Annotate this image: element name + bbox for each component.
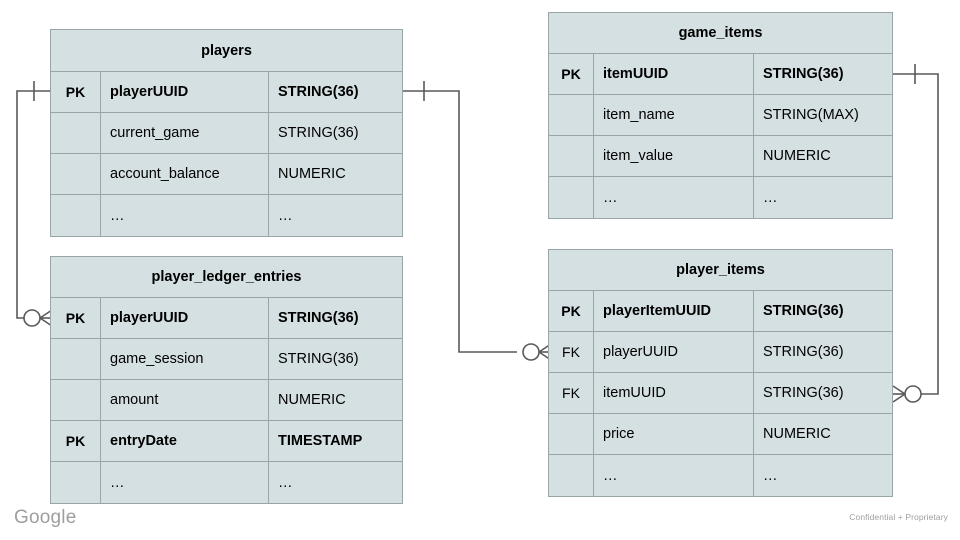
column-name: item_name [594,95,754,135]
column-name: playerUUID [594,332,754,372]
table-row[interactable]: PK entryDate TIMESTAMP [51,421,402,462]
column-type: … [763,467,778,484]
column-key: PK [51,298,101,338]
column-name: playerUUID [101,298,269,338]
column-name: … [594,455,754,496]
column-type: TIMESTAMP [278,433,363,449]
column-name: playerUUID [101,72,269,112]
column-type: STRING(36) [278,84,359,100]
column-key: PK [51,421,101,461]
table-row[interactable]: price NUMERIC [549,414,892,455]
column-type: STRING(36) [278,351,359,367]
entity-title-player-ledger-entries: player_ledger_entries [51,257,402,298]
cardinality-many-crowsfoot [892,385,906,403]
column-type: … [278,207,293,224]
column-key [51,339,101,379]
confidentiality-notice: Confidential + Proprietary [849,512,948,522]
column-name: itemUUID [594,54,754,94]
column-key [549,455,594,496]
entity-title-game-items: game_items [549,13,892,54]
entity-title-player-items: player_items [549,250,892,291]
table-row[interactable]: PK playerUUID STRING(36) [51,72,402,113]
column-name: account_balance [101,154,269,194]
column-type: STRING(36) [278,125,359,141]
column-name: playerItemUUID [594,291,754,331]
column-type: STRING(36) [763,385,844,401]
column-type: STRING(36) [278,310,359,326]
column-type: … [278,474,293,491]
column-type: STRING(36) [763,303,844,319]
column-key: PK [549,54,594,94]
table-row[interactable]: PK playerUUID STRING(36) [51,298,402,339]
column-name: entryDate [101,421,269,461]
column-name: … [594,177,754,218]
entity-player-ledger-entries[interactable]: player_ledger_entries PK playerUUID STRI… [50,256,403,504]
table-row[interactable]: amount NUMERIC [51,380,402,421]
column-key [51,462,101,503]
column-key [549,177,594,218]
column-key [549,95,594,135]
entity-players[interactable]: players PK playerUUID STRING(36) current… [50,29,403,237]
column-type: STRING(MAX) [763,107,859,123]
column-type: STRING(36) [763,66,844,82]
table-row[interactable]: … … [51,195,402,236]
column-name: itemUUID [594,373,754,413]
column-type: STRING(36) [763,344,844,360]
google-logo: Google [14,507,77,528]
table-row[interactable]: … … [549,455,892,496]
column-type: NUMERIC [763,426,831,442]
table-row[interactable]: FK playerUUID STRING(36) [549,332,892,373]
table-row[interactable]: game_session STRING(36) [51,339,402,380]
column-type: NUMERIC [278,392,346,408]
column-key [51,380,101,420]
column-key: PK [549,291,594,331]
table-row[interactable]: item_name STRING(MAX) [549,95,892,136]
column-name: item_value [594,136,754,176]
entity-player-items[interactable]: player_items PK playerItemUUID STRING(36… [548,249,893,497]
column-name: current_game [101,113,269,153]
entity-title-players: players [51,30,402,72]
table-row[interactable]: PK itemUUID STRING(36) [549,54,892,95]
column-key: PK [51,72,101,112]
table-row[interactable]: account_balance NUMERIC [51,154,402,195]
column-type: NUMERIC [763,148,831,164]
table-row[interactable]: … … [51,462,402,503]
column-key [549,136,594,176]
table-row[interactable]: FK itemUUID STRING(36) [549,373,892,414]
column-key: FK [549,373,594,413]
column-type: NUMERIC [278,166,346,182]
column-name: amount [101,380,269,420]
table-row[interactable]: current_game STRING(36) [51,113,402,154]
entity-game-items[interactable]: game_items PK itemUUID STRING(36) item_n… [548,12,893,219]
column-key [549,414,594,454]
connector-game-items-to-player-items [892,64,939,403]
connector-players-to-player-items [403,81,552,361]
connector-players-to-ledger [16,81,53,327]
table-row[interactable]: … … [549,177,892,218]
column-key [51,195,101,236]
column-name: game_session [101,339,269,379]
column-type: … [763,189,778,206]
cardinality-zero-circle [23,309,41,327]
column-name: … [101,195,269,236]
cardinality-zero-circle [522,343,540,361]
column-key [51,154,101,194]
column-name: price [594,414,754,454]
table-row[interactable]: PK playerItemUUID STRING(36) [549,291,892,332]
column-key [51,113,101,153]
table-row[interactable]: item_value NUMERIC [549,136,892,177]
column-key: FK [549,332,594,372]
cardinality-zero-circle [904,385,922,403]
column-name: … [101,462,269,503]
